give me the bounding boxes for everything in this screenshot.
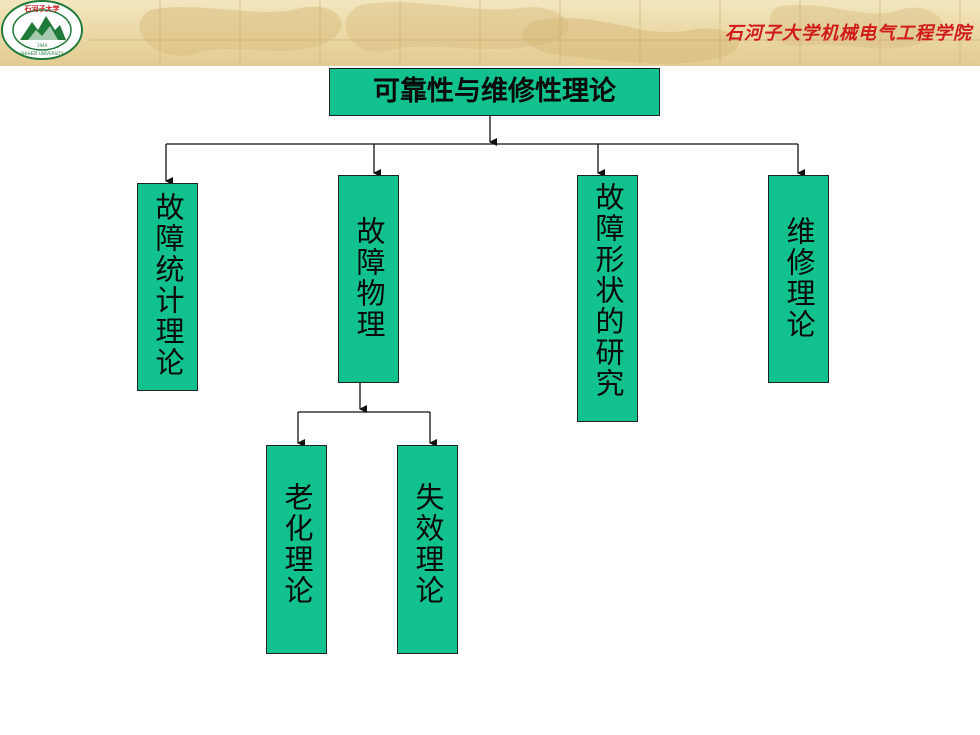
node-aging-theory: 老化理论 [266, 445, 327, 654]
header-banner: 石河子大学 1949 SHIHEZI UNIVERSITY 石河子大学机械电气工… [0, 0, 980, 66]
root-node: 可靠性与维修性理论 [329, 68, 660, 116]
node-fault-statistics: 故障统计理论 [137, 183, 198, 391]
school-name: 石河子大学机械电气工程学院 [725, 23, 972, 44]
university-logo: 石河子大学 1949 SHIHEZI UNIVERSITY [1, 0, 83, 60]
logo-year: 1949 [37, 43, 48, 48]
node-maintenance: 维修理论 [768, 175, 829, 383]
node-fault-shape: 故障形状的研究 [577, 175, 638, 422]
banner-decoration [90, 0, 980, 66]
logo-text-bottom: SHIHEZI UNIVERSITY [20, 51, 64, 56]
node-failure-theory: 失效理论 [397, 445, 458, 654]
logo-text-top: 石河子大学 [24, 4, 60, 13]
node-fault-physics: 故障物理 [338, 175, 399, 383]
